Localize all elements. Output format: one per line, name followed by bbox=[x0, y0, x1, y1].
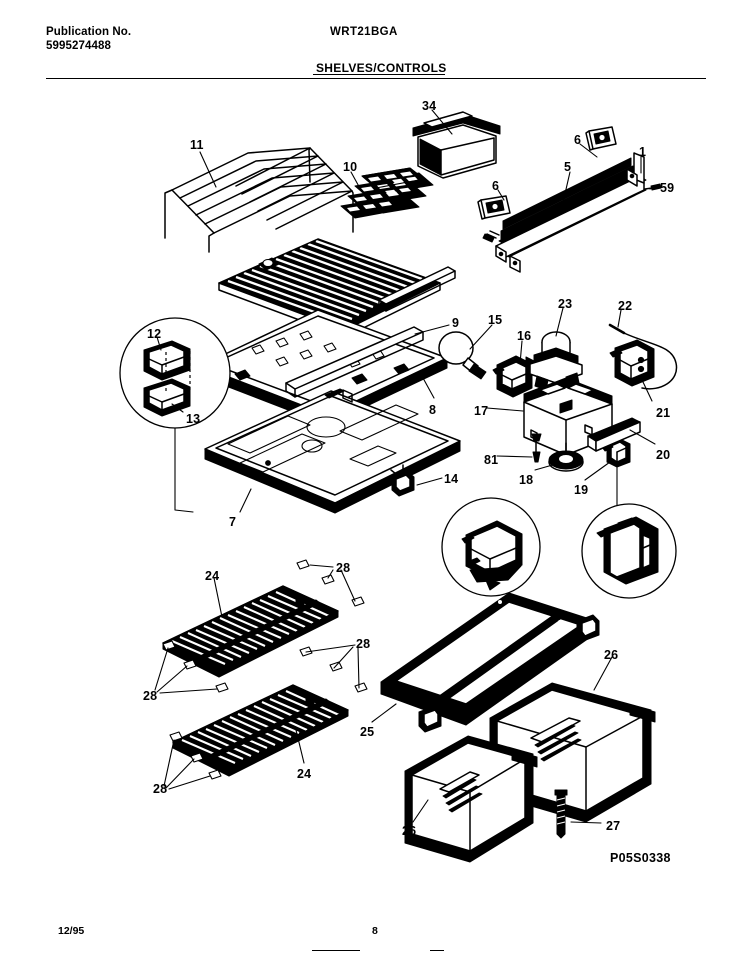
callout-9: 9 bbox=[452, 316, 460, 330]
part-27-screw bbox=[555, 790, 567, 838]
callout-14: 14 bbox=[444, 472, 459, 486]
callout-25: 25 bbox=[360, 725, 375, 739]
part-10-ice-trays bbox=[341, 168, 433, 218]
part-25-glass-shelf bbox=[381, 593, 599, 732]
callout-28-a: 28 bbox=[336, 561, 351, 575]
callout-59: 59 bbox=[660, 181, 675, 195]
part-81-screw bbox=[532, 434, 541, 462]
detail-circle-light-switch bbox=[582, 504, 676, 598]
callout-28-b: 28 bbox=[143, 689, 158, 703]
publication-label: Publication No. bbox=[46, 26, 132, 38]
detail-circle-damper bbox=[442, 498, 540, 596]
part-20-trim-panel bbox=[588, 418, 640, 451]
part-6-end-caps bbox=[478, 127, 616, 219]
part-28-shelf-clips bbox=[163, 560, 367, 779]
callout-21: 21 bbox=[656, 406, 671, 420]
part-5-freezer-rail bbox=[483, 153, 661, 272]
part-16-lamp-socket bbox=[493, 356, 534, 397]
part-24-wire-shelf-lower bbox=[173, 685, 348, 776]
callout-34: 34 bbox=[422, 99, 437, 113]
page-title: SHELVES/CONTROLS bbox=[316, 61, 447, 75]
part-15-light-bulb bbox=[439, 332, 486, 379]
part-19-light-switch bbox=[602, 439, 630, 512]
footer-page-number: 8 bbox=[372, 925, 378, 937]
callout-28-d: 28 bbox=[153, 782, 168, 796]
part-18-control-knob bbox=[549, 443, 583, 471]
part-26-crisper-left bbox=[405, 736, 537, 862]
callout-23: 23 bbox=[558, 297, 573, 311]
drawing-code: P05S0338 bbox=[610, 851, 671, 865]
footer-date: 12/95 bbox=[58, 925, 85, 937]
callout-6-lower: 6 bbox=[492, 179, 500, 193]
detail-circle-shelf-clips bbox=[120, 318, 230, 512]
leader-lines bbox=[155, 110, 657, 823]
part-22-wire-harness bbox=[610, 325, 677, 389]
part-9-wire-shelf bbox=[219, 239, 455, 337]
part-11-wire-rack bbox=[165, 148, 353, 252]
part-24-wire-shelf-upper bbox=[163, 586, 338, 677]
callout-17: 17 bbox=[474, 404, 489, 418]
callout-28-c: 28 bbox=[356, 637, 371, 651]
part-34-ice-bin bbox=[413, 112, 500, 178]
callout-6-upper: 6 bbox=[574, 133, 582, 147]
part-23-thermostat bbox=[530, 332, 582, 390]
callout-81: 81 bbox=[484, 453, 499, 467]
callout-24-upper: 24 bbox=[205, 569, 220, 583]
header-divider bbox=[46, 78, 706, 79]
callout-22: 22 bbox=[618, 299, 633, 313]
footer-rule-right bbox=[430, 950, 444, 951]
publication-number-block: Publication No. 5995274488 bbox=[46, 26, 131, 53]
callout-24-lower: 24 bbox=[297, 767, 312, 781]
callout-18: 18 bbox=[519, 473, 534, 487]
callout-11: 11 bbox=[190, 138, 204, 152]
callout-7: 7 bbox=[229, 515, 237, 529]
callout-8: 8 bbox=[429, 403, 437, 417]
callout-12: 12 bbox=[147, 327, 162, 341]
model-number: WRT21BGA bbox=[330, 26, 398, 38]
callout-26-right: 26 bbox=[604, 648, 619, 662]
callout-27: 27 bbox=[606, 819, 621, 833]
callout-10: 10 bbox=[343, 160, 358, 174]
part-14-damper bbox=[391, 465, 414, 496]
callout-16: 16 bbox=[517, 329, 532, 343]
callout-26-left: 26 bbox=[402, 824, 417, 838]
callout-1: 1 bbox=[639, 145, 647, 159]
title-underline bbox=[313, 74, 445, 75]
callout-20: 20 bbox=[656, 448, 671, 462]
callout-5: 5 bbox=[564, 160, 572, 174]
callout-15: 15 bbox=[488, 313, 503, 327]
footer-rule-left bbox=[312, 950, 360, 951]
callout-13: 13 bbox=[186, 412, 201, 426]
callout-19: 19 bbox=[574, 483, 589, 497]
publication-number: 5995274488 bbox=[46, 39, 111, 52]
part-21-switch-block bbox=[610, 340, 654, 386]
